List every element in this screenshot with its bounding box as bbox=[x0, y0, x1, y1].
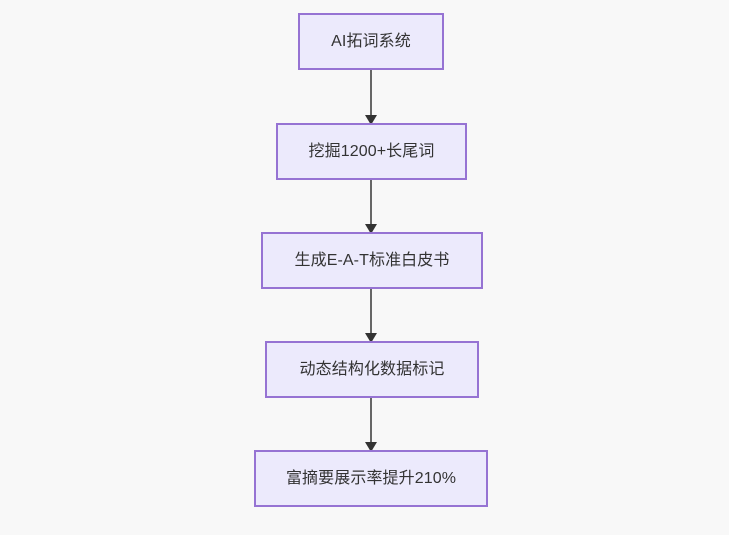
node-label: 富摘要展示率提升210% bbox=[285, 469, 457, 487]
node-label: 动态结构化数据标记 bbox=[299, 360, 445, 378]
edge-n2-n3 bbox=[365, 178, 377, 234]
edge-n3-n4 bbox=[365, 287, 377, 343]
flowchart-node-n5[interactable]: 富摘要展示率提升210% bbox=[254, 450, 488, 507]
node-label: AI拓词系统 bbox=[331, 32, 411, 50]
flowchart-node-n2[interactable]: 挖掘1200+长尾词 bbox=[276, 123, 467, 180]
flowchart-node-n1[interactable]: AI拓词系统 bbox=[298, 13, 444, 70]
node-label: 生成E-A-T标准白皮书 bbox=[294, 251, 450, 269]
edge-n1-n2 bbox=[365, 68, 377, 125]
flowchart-node-n4[interactable]: 动态结构化数据标记 bbox=[265, 341, 479, 398]
edge-n4-n5 bbox=[365, 396, 377, 452]
flowchart-node-n3[interactable]: 生成E-A-T标准白皮书 bbox=[261, 232, 483, 289]
node-label: 挖掘1200+长尾词 bbox=[308, 142, 435, 160]
